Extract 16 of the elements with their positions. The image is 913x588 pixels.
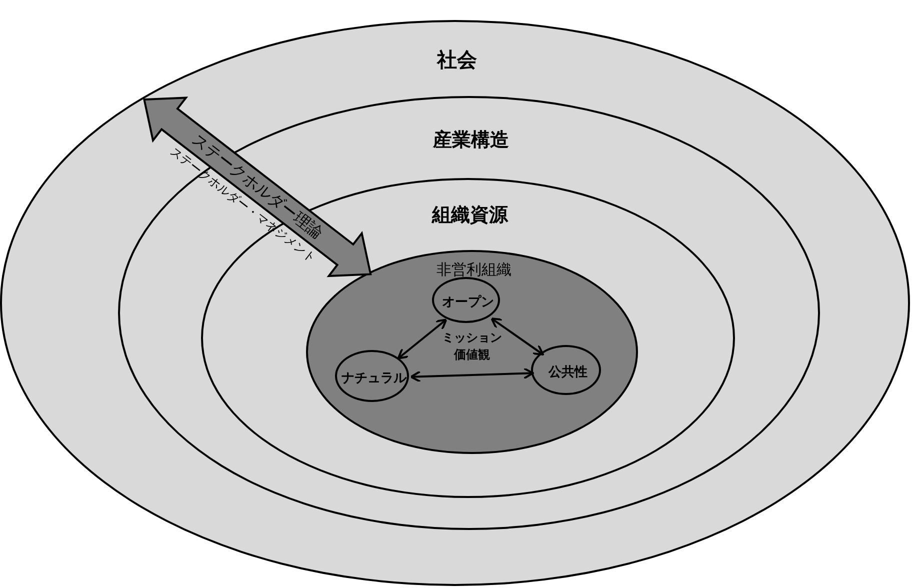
circle-label: 公共性 (548, 364, 588, 381)
circle-label: オープン (442, 294, 494, 311)
region-label: 組織資源 (432, 203, 508, 228)
center-label: 価値観 (454, 346, 490, 364)
arrow (490, 318, 544, 356)
circle-label: ナチュラル (342, 370, 406, 387)
arrow (410, 367, 534, 383)
region-label: 非営利組織 (436, 260, 512, 280)
center-label: ミッション (442, 330, 502, 346)
arrow (397, 318, 448, 360)
region-label: 産業構造 (433, 128, 509, 153)
region-label: 社会 (437, 46, 477, 74)
value-circle (531, 345, 601, 395)
double-arrow (142, 96, 372, 278)
value-circle (432, 277, 500, 323)
value-circle (335, 350, 409, 402)
